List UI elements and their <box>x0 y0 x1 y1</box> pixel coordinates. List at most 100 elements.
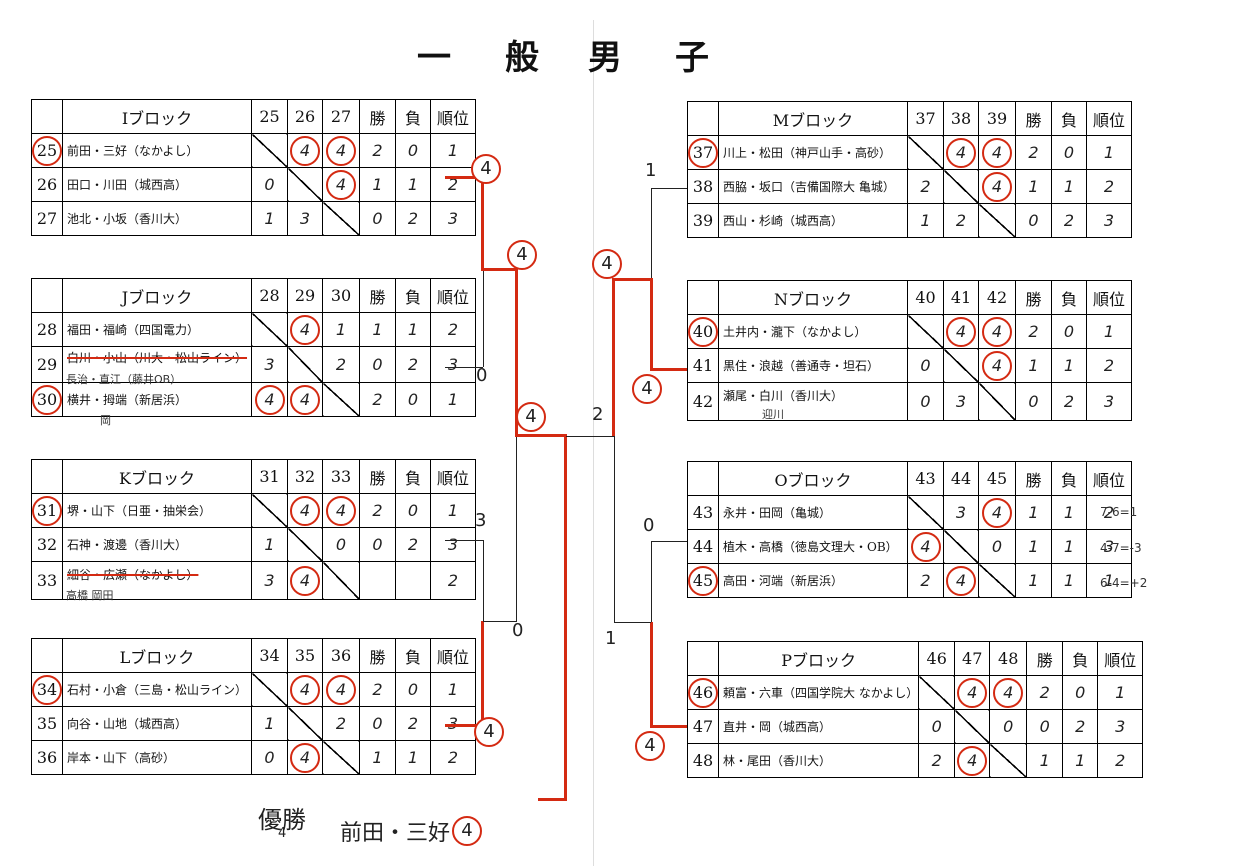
rank-header: 順位 <box>430 459 476 494</box>
player-name: 岸本・山下（高砂） <box>62 740 252 775</box>
score-cell: 4 <box>290 565 320 596</box>
score-cell: 3 <box>251 346 288 383</box>
page-fold <box>593 20 594 866</box>
title-char: 般 <box>505 38 539 78</box>
block-o: Oブロック 43 44 45 勝 負 順位 43 永井・田岡（亀城） 3 4 1… <box>687 461 1132 598</box>
player-name: 石神・渡邊（香川大） <box>62 527 252 562</box>
player-name: 川上・松田（神戸山手・高砂） <box>718 135 908 170</box>
rank-cell: 2 <box>1097 743 1144 778</box>
losses-cell: 1 <box>1051 348 1087 383</box>
diagonal-cell <box>287 346 323 383</box>
rank-header: 順位 <box>430 278 476 313</box>
rank-header: 順位 <box>1086 101 1132 136</box>
score-cell: 4 <box>946 316 976 347</box>
score-cell: 2 <box>907 169 944 204</box>
col-header: 30 <box>322 278 360 313</box>
diagonal-cell <box>251 133 288 168</box>
score-cell: 0 <box>251 167 288 202</box>
score-cell: 4 <box>326 495 356 526</box>
champion-score-mark: 4 <box>278 826 287 841</box>
losses-cell: 0 <box>395 382 431 417</box>
losses-cell: 2 <box>1062 709 1099 744</box>
col-header: 47 <box>954 641 991 676</box>
player-number: 40 <box>688 316 718 347</box>
player-name: 福田・福崎（四国電力） <box>62 312 252 347</box>
table-row: 44 植木・高橋（徳島文理大・OB） 4 0 1 1 3 <box>687 529 1132 564</box>
player-name: 横井・拇端（新居浜） <box>62 382 252 417</box>
bracket-score: 0 <box>512 620 524 641</box>
col-header: 41 <box>943 280 979 315</box>
score-cell: 3 <box>943 382 979 421</box>
diagonal-cell <box>943 169 979 204</box>
diagonal-cell <box>978 203 1016 238</box>
wins-cell: 0 <box>359 201 396 236</box>
diagonal-cell <box>322 201 360 236</box>
wins-cell: 1 <box>1015 495 1052 530</box>
diagonal-cell <box>907 314 944 349</box>
losses-cell: 0 <box>1051 135 1087 170</box>
block-p: Pブロック 46 47 48 勝 負 順位 46 頼富・六車（四国学院大 なかよ… <box>687 641 1144 778</box>
diagonal-cell <box>251 493 288 528</box>
score-cell: 2 <box>918 743 956 778</box>
table-row: 26 田口・川田（城西高） 0 4 1 1 2 <box>31 167 476 202</box>
col-header: 38 <box>943 101 979 136</box>
player-number: 45 <box>688 565 718 596</box>
diagonal-cell <box>918 675 956 710</box>
bracket-line <box>483 621 516 622</box>
player-number: 32 <box>31 527 63 562</box>
diagonal-cell <box>954 709 991 744</box>
bracket-score: 3 <box>475 510 487 531</box>
bracket-score: 4 <box>592 249 622 279</box>
player-name: 頼富・六車（四国学院大 なかよし） <box>717 675 920 710</box>
diagonal-cell <box>322 382 360 417</box>
rank-cell: 2 <box>430 561 476 600</box>
player-name: 白川・小山（川大・松山ライン） <box>62 346 252 383</box>
score-cell: 0 <box>978 529 1016 564</box>
score-cell: 1 <box>322 312 360 347</box>
block-j: Jブロック 28 29 30 勝 負 順位 28 福田・福崎（四国電力） 4 1… <box>31 278 476 417</box>
wins-header: 勝 <box>359 278 396 313</box>
table-row: 35 向谷・山地（城西高） 1 2 0 2 3 <box>31 706 476 741</box>
bracket-line <box>516 436 517 622</box>
wins-cell: 0 <box>1015 382 1052 421</box>
score-cell: 0 <box>989 709 1028 744</box>
player-number: 38 <box>687 169 719 204</box>
block-name: Ⅰブロック <box>62 99 252 134</box>
block-name: Nブロック <box>718 280 908 315</box>
score-cell: 4 <box>326 169 356 200</box>
score-cell: 4 <box>326 674 356 705</box>
score-cell: 0 <box>322 527 360 562</box>
rank-cell: 2 <box>1086 495 1132 530</box>
player-number: 35 <box>31 706 63 741</box>
score-cell: 0 <box>907 348 944 383</box>
player-number: 43 <box>687 495 719 530</box>
bracket-line <box>445 367 483 368</box>
table-row: 38 西脇・坂口（吉備国際大 亀城） 2 4 1 1 2 <box>687 169 1132 204</box>
losses-cell: 1 <box>395 167 431 202</box>
score-cell: 4 <box>946 137 976 168</box>
bracket-line <box>612 278 615 436</box>
block-name: Lブロック <box>62 638 252 673</box>
diagonal-cell <box>978 382 1016 421</box>
score-cell: 0 <box>907 382 944 421</box>
table-row: 41 黒住・浪越（善通寺・坦石） 0 4 1 1 2 <box>687 348 1132 383</box>
table-row: 30 横井・拇端（新居浜） 4 4 2 0 1 <box>31 382 476 417</box>
player-name: 田口・川田（城西高） <box>62 167 252 202</box>
wins-cell <box>359 561 396 600</box>
score-cell: 4 <box>290 384 320 415</box>
col-header: 32 <box>287 459 323 494</box>
col-header: 31 <box>251 459 288 494</box>
rank-cell: 1 <box>1086 563 1132 598</box>
col-header: 48 <box>989 641 1028 676</box>
losses-cell: 2 <box>395 527 431 562</box>
score-cell: 4 <box>982 497 1012 528</box>
score-cell: 4 <box>957 745 988 776</box>
table-row: 40 土井内・瀧下（なかよし） 4 4 2 0 1 <box>687 314 1132 349</box>
bracket-line <box>651 541 687 542</box>
losses-cell: 0 <box>395 133 431 168</box>
rank-cell: 3 <box>430 201 476 236</box>
player-number: 37 <box>688 137 718 168</box>
diagonal-cell <box>287 167 323 202</box>
rank-cell: 2 <box>430 312 476 347</box>
diagonal-cell <box>251 672 288 707</box>
